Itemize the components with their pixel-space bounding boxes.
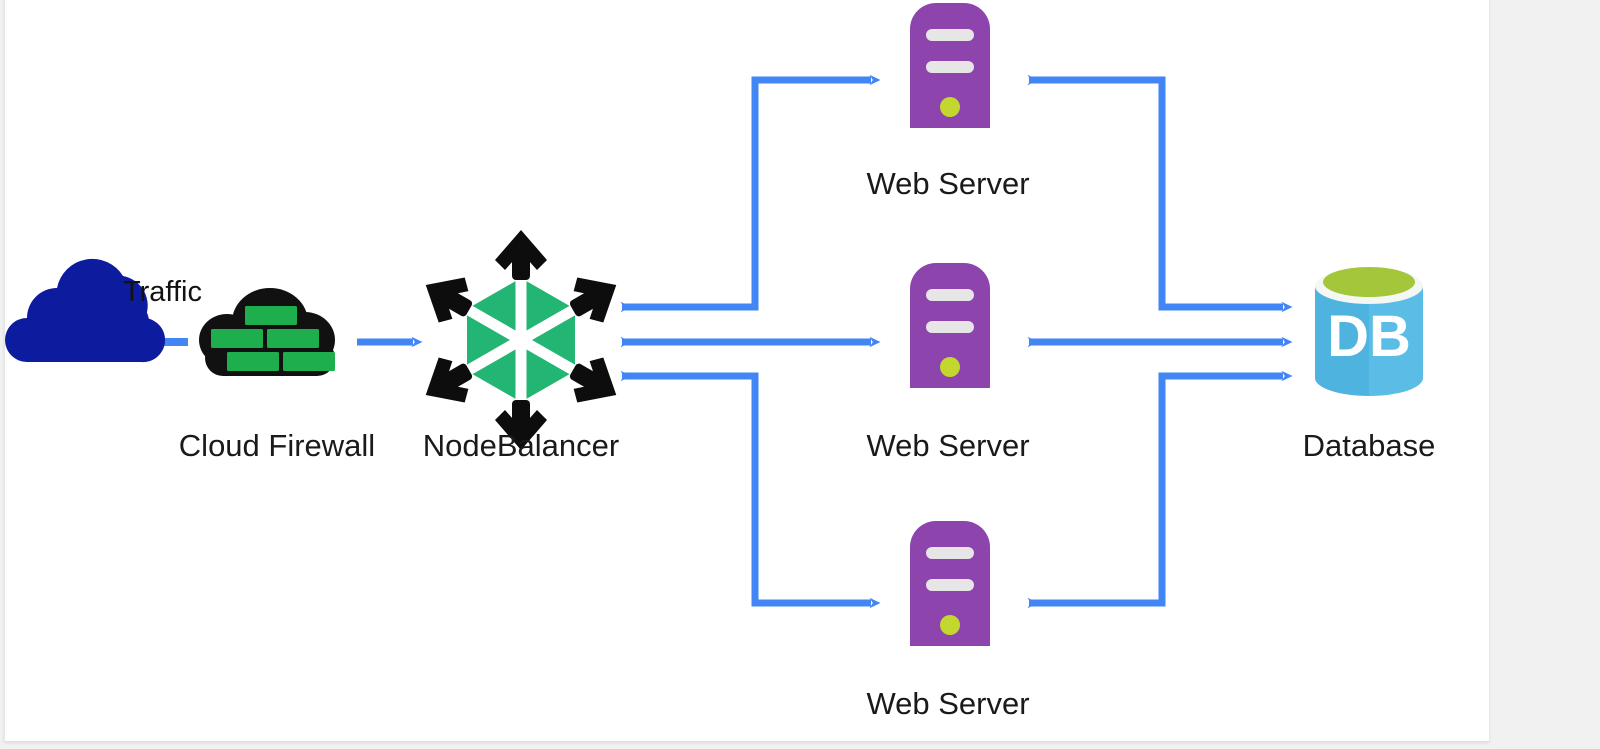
connector-nodebalancer-to-web-top <box>620 74 881 313</box>
web-server-bottom-label: Web Server <box>866 686 1030 721</box>
server-icon-middle <box>910 263 990 388</box>
firewall-bricks <box>211 306 335 371</box>
connector-web-top-to-database <box>1027 74 1293 313</box>
cloud-firewall-label: Cloud Firewall <box>178 428 376 463</box>
nodebalancer-label: NodeBalancer <box>422 428 620 463</box>
architecture-diagram: DB <box>5 3 1423 646</box>
connector-nodebalancer-to-web-bottom <box>620 370 881 609</box>
web-server-top-label: Web Server <box>866 166 1030 201</box>
web-server-middle-label: Web Server <box>866 428 1030 463</box>
server-icon-top <box>910 3 990 128</box>
diagram-canvas: DB Traffic Cloud Firewall NodeBalancer W… <box>4 0 1489 742</box>
connector-layer <box>148 74 1293 609</box>
connector-web-bottom-to-database <box>1027 370 1293 609</box>
server-icon-bottom <box>910 521 990 646</box>
nodebalancer-icon <box>425 230 617 450</box>
traffic-label: Traffic <box>123 276 202 308</box>
cloud-firewall-icon <box>199 288 335 376</box>
cloud-icon <box>5 258 166 363</box>
database-icon: DB <box>1315 267 1423 396</box>
database-label: Database <box>1302 428 1436 463</box>
database-glyph: DB <box>1327 304 1411 369</box>
